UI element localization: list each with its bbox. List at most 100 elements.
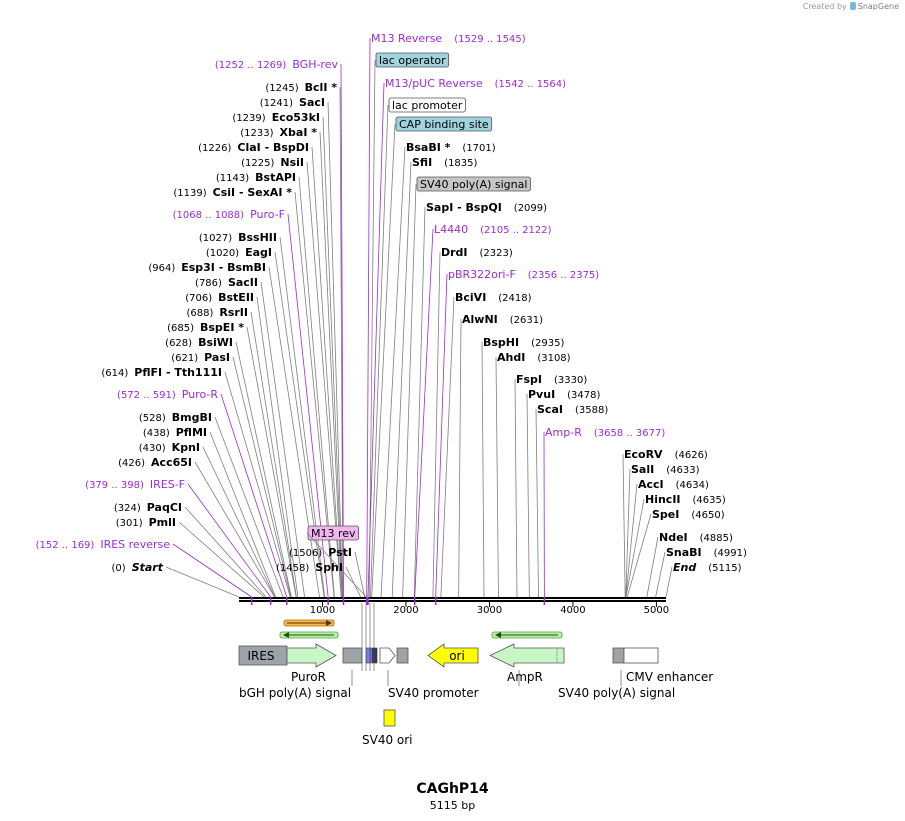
primer-arrow-green-head xyxy=(495,632,501,638)
site-position: (2935) xyxy=(531,338,564,349)
feature-ori-label: ori xyxy=(449,649,465,663)
connector-line xyxy=(165,566,240,598)
site-position: (4626) xyxy=(675,450,708,461)
site-label-pvui: PvuI xyxy=(528,388,555,401)
site-position: (324) xyxy=(114,503,141,514)
feature-bgh-polya xyxy=(342,647,363,664)
connector-line xyxy=(655,551,666,598)
feature-ori xyxy=(427,643,479,668)
connector-line xyxy=(319,131,343,598)
site-label-acc65i: Acc65I xyxy=(151,456,192,469)
site-position: (1143) xyxy=(216,173,249,184)
connector-line xyxy=(626,513,652,598)
site-label-psti: PstI xyxy=(328,546,352,559)
site-label-start: Start xyxy=(132,561,164,574)
site-label-acci: AccI xyxy=(638,478,664,491)
feature-sv40-promoter xyxy=(379,647,396,664)
site-label-csii-sexai: CsiI - SexAI * xyxy=(213,186,293,199)
site-label-puro-r: Puro-R xyxy=(182,388,219,401)
site-label-saci: SacI xyxy=(299,96,325,109)
site-label-bsiwi: BsiWI xyxy=(198,336,233,349)
connector-line xyxy=(311,146,342,598)
feature-label-box xyxy=(395,116,493,132)
site-position: (438) xyxy=(143,428,170,439)
connector-line xyxy=(256,296,299,598)
site-position: (3330) xyxy=(554,375,587,386)
feature-label-box xyxy=(307,525,359,541)
site-label-snabi: SnaBI xyxy=(666,546,702,559)
connector-line xyxy=(235,341,292,598)
feature-cap-element xyxy=(371,647,378,664)
site-label-bcivi: BciVI xyxy=(455,291,486,304)
connector-line xyxy=(665,566,673,598)
site-position: (1701) xyxy=(462,143,495,154)
feature-sv40-ori-label: SV40 ori xyxy=(362,733,413,747)
connector-line xyxy=(306,532,367,598)
site-position: (2356 .. 2375) xyxy=(528,270,600,281)
site-position: (1020) xyxy=(206,248,239,259)
site-position: (4635) xyxy=(693,495,726,506)
feature-sv40-polya xyxy=(612,647,625,664)
connector-line xyxy=(339,86,344,598)
site-label-pmli: PmlI xyxy=(149,516,176,529)
credit-prefix: Created by xyxy=(802,2,847,11)
site-position: (614) xyxy=(101,368,128,379)
credit-brand: SnapGene xyxy=(857,2,899,11)
site-position: (5115) xyxy=(708,563,741,574)
feature-small-gray xyxy=(396,647,409,664)
site-position: (786) xyxy=(195,278,222,289)
site-position: (1529 .. 1545) xyxy=(454,34,526,45)
feature-cmv-label: CMV enhancer xyxy=(626,670,713,684)
connector-line xyxy=(224,371,291,598)
site-position: (1245) xyxy=(265,83,298,94)
connector-line xyxy=(250,311,297,598)
ruler-tick-label: 4000 xyxy=(560,605,585,616)
feature-label-box xyxy=(388,97,466,113)
snapgene-credit: Created by SnapGene xyxy=(803,2,899,11)
ruler-tick-label: 2000 xyxy=(393,605,418,616)
connector-line xyxy=(202,446,276,598)
site-position: (1027) xyxy=(199,233,232,244)
site-position: (3658 .. 3677) xyxy=(594,428,666,439)
site-position: (379 .. 398) xyxy=(85,480,144,491)
site-label-clai-bspdi: ClaI - BspDI xyxy=(237,141,309,154)
connector-line xyxy=(625,498,645,598)
feature-puror xyxy=(286,643,337,668)
site-label-sphi: SphI xyxy=(315,561,343,574)
site-position: (4991) xyxy=(714,548,747,559)
site-label-bsshii: BssHII xyxy=(238,231,277,244)
site-position: (3108) xyxy=(537,353,570,364)
connector-line xyxy=(370,104,389,598)
site-label-bsabi: BsaBI * xyxy=(406,141,451,154)
site-position: (4634) xyxy=(676,480,709,491)
site-position: (2323) xyxy=(480,248,513,259)
site-position: (1233) xyxy=(240,128,273,139)
site-position: (621) xyxy=(171,353,198,364)
site-label-fspi: FspI xyxy=(516,373,542,386)
site-label-m13-puc-reverse: M13/pUC Reverse xyxy=(385,77,483,90)
connector-line xyxy=(402,183,417,598)
primer-arrow-orange-head xyxy=(326,620,332,626)
feature-label-lac-operator: lac operator xyxy=(379,54,446,67)
connector-line xyxy=(246,326,297,598)
site-position: (3588) xyxy=(575,405,608,416)
site-label-ires-f: IRES-F xyxy=(150,478,185,491)
site-label-paqci: PaqCI xyxy=(147,501,182,514)
ruler-tick-label: 3000 xyxy=(477,605,502,616)
plasmid-length: 5115 bp xyxy=(429,799,476,812)
connector-line xyxy=(184,506,267,598)
connector-line xyxy=(625,468,631,598)
site-label-bsphi: BspHI xyxy=(483,336,519,349)
site-label-bgh-rev: BGH-rev xyxy=(292,58,338,71)
connector-line xyxy=(435,273,448,598)
site-label-scai: ScaI xyxy=(537,403,563,416)
feature-ampr-label: AmpR xyxy=(507,670,543,684)
connector-line xyxy=(232,356,292,598)
site-label-esp3i-bsmbi: Esp3I - BsmBI xyxy=(181,261,266,274)
site-position: (4633) xyxy=(666,465,699,476)
feature-ampr xyxy=(489,643,565,668)
plasmid-name: CAGhP14 xyxy=(416,781,489,797)
site-label-xbai: XbaI * xyxy=(280,126,318,139)
connector-line xyxy=(440,296,455,598)
site-label-drdi: DrdI xyxy=(441,246,468,259)
